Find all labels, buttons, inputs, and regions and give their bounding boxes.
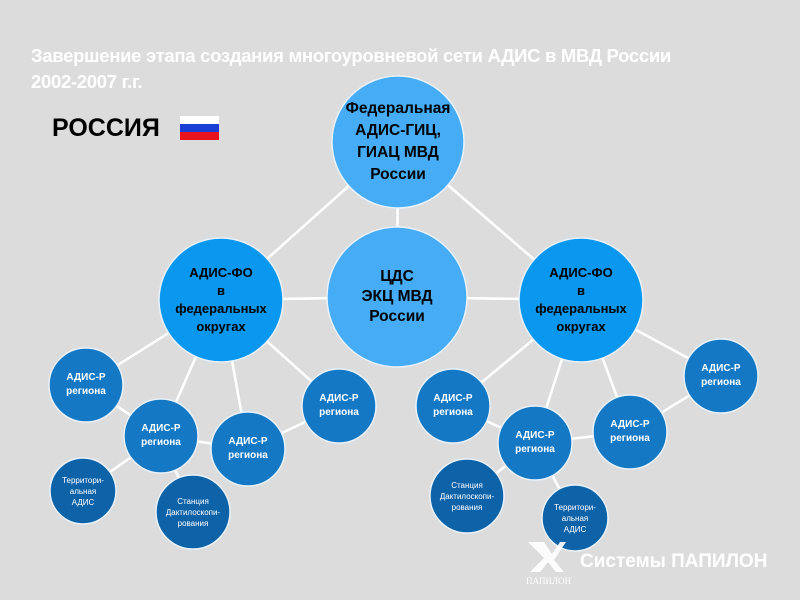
flag-stripe-red	[180, 132, 219, 140]
node-region-l2	[123, 398, 199, 474]
node-label-line: Станция	[451, 480, 483, 490]
node-label-line: региона	[610, 433, 650, 444]
title-line-2: 2002-2007 г.г.	[31, 71, 143, 92]
papilon-logo-icon: ПАПИЛОН	[526, 542, 572, 586]
node-label-line: Федеральная	[345, 100, 451, 117]
node-station-left	[155, 474, 231, 550]
node-label-region-r2: АДИС-Р региона	[498, 406, 572, 480]
brand-name: Системы ПАПИЛОН	[580, 551, 768, 572]
node-label-line: региона	[319, 407, 359, 418]
node-label-line: АДИС	[71, 497, 95, 507]
flag-stripe-blue	[180, 124, 219, 132]
node-station-right	[429, 458, 505, 534]
node-label-region-r4: АДИС-Р региона	[684, 339, 758, 413]
node-region-r3	[592, 394, 668, 470]
node-label-line: АДИС-Р	[66, 372, 106, 383]
flag-stripe-white	[180, 116, 219, 124]
node-label-line: региона	[515, 444, 555, 455]
node-label-line: региона	[141, 437, 181, 448]
node-terr-right	[541, 484, 609, 552]
node-fo-left	[158, 237, 284, 363]
node-label-region-l4: АДИС-Р региона	[302, 369, 376, 443]
node-fo-right	[518, 237, 644, 363]
node-label-region-l2: АДИС-Р региона	[124, 399, 198, 473]
node-label-line: в	[217, 283, 225, 298]
node-label-line: АДИС-Р	[319, 393, 359, 404]
node-region-l4	[301, 368, 377, 444]
node-label-line: АДИС	[563, 524, 587, 534]
node-label-line: АДИС-ФО	[189, 265, 253, 280]
node-label-fo-left: АДИС-ФО в федеральных округах	[159, 238, 283, 362]
node-label-line: ГИАЦ МВД	[357, 144, 439, 161]
node-region-r2	[497, 405, 573, 481]
node-label-line: России	[369, 308, 425, 325]
node-label-region-l1: АДИС-Р региона	[49, 348, 123, 422]
node-label-line: региона	[228, 450, 268, 461]
node-label-line: ЭКЦ МВД	[361, 288, 433, 305]
node-label-line: федеральных	[535, 301, 627, 316]
node-label-line: Территори-	[554, 502, 596, 512]
node-label-cds: ЦДС ЭКЦ МВД России	[327, 227, 467, 367]
title-line-1: Завершение этапа создания многоуровневой…	[31, 45, 672, 66]
node-label-line: АДИС-Р	[515, 430, 555, 441]
country-label: РОССИЯ	[52, 114, 160, 142]
node-label-line: округах	[196, 319, 246, 334]
node-region-r4	[683, 338, 759, 414]
node-label-line: региона	[433, 407, 473, 418]
node-label-region-r3: АДИС-Р региона	[593, 395, 667, 469]
node-label-line: федеральных	[175, 301, 267, 316]
node-label-line: ЦДС	[380, 268, 414, 285]
node-label-line: в	[577, 283, 585, 298]
node-label-line: АДИС-Р	[141, 423, 181, 434]
node-label-line: Дактилоскопи-	[165, 507, 221, 517]
node-label-line: АДИС-Р	[433, 393, 473, 404]
node-region-l1	[48, 347, 124, 423]
node-label-line: региона	[66, 386, 106, 397]
node-label-line: рования	[451, 502, 483, 512]
node-label-line: АДИС-Р	[228, 436, 268, 447]
node-region-r1	[415, 368, 491, 444]
node-federal	[331, 75, 465, 209]
node-label-line: АДИС-Р	[701, 363, 741, 374]
node-cds	[326, 226, 468, 368]
node-label-line: АДИС-Р	[610, 419, 650, 430]
node-label-line: альная	[561, 513, 589, 523]
node-label-line: России	[370, 166, 426, 183]
node-label-line: округах	[556, 319, 606, 334]
slide-title: Завершение этапа создания многоуровневой…	[31, 43, 671, 95]
russia-flag-icon	[180, 116, 219, 140]
node-terr-left	[49, 457, 117, 525]
node-label-line: Станция	[177, 496, 209, 506]
node-region-l3	[210, 411, 286, 487]
node-label-line: АДИС-ФО	[549, 265, 613, 280]
node-label-line: региона	[701, 377, 741, 388]
node-label-line: альная	[69, 486, 97, 496]
node-label-fo-right: АДИС-ФО в федеральных округах	[519, 238, 643, 362]
logo-text: ПАПИЛОН	[526, 576, 572, 586]
node-label-line: Дактилоскопи-	[439, 491, 495, 501]
node-label-line: АДИС-ГИЦ,	[355, 122, 441, 139]
node-label-region-r1: АДИС-Р региона	[416, 369, 490, 443]
node-label-line: рования	[177, 518, 209, 528]
node-label-line: Территори-	[62, 475, 104, 485]
node-label-region-l3: АДИС-Р региона	[211, 412, 285, 486]
